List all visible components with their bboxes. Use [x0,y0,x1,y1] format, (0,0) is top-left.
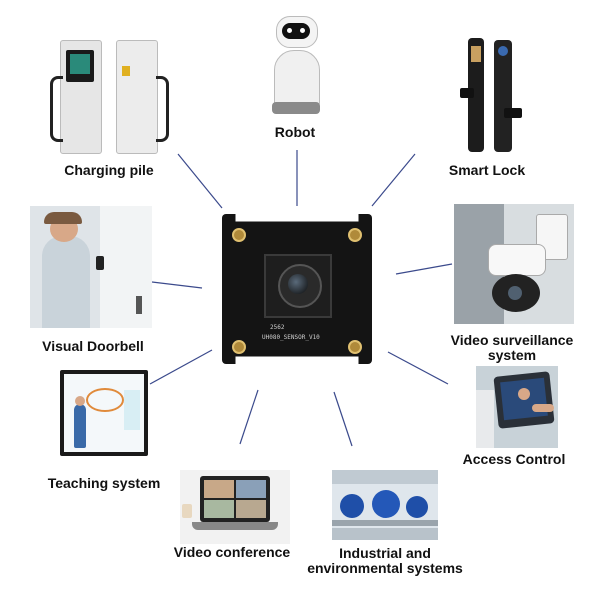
visual-doorbell-label: Visual Doorbell [42,338,144,354]
smart-board-icon [60,370,150,464]
smart-lock-label: Smart Lock [448,162,526,178]
surveillance-camera-icon [454,204,574,324]
connector-conference [239,389,259,445]
robot-label: Robot [274,124,316,140]
access-control-label: Access Control [462,451,566,467]
connector-surveillance [395,263,453,275]
video-conference-label: Video conference [173,544,291,560]
camera-module-board: 2562 UH080_SENSOR_V10 [222,214,372,364]
access-terminal-icon [476,366,558,448]
teaching-system-label: Teaching system [47,475,161,491]
doorbell-icon [30,206,152,328]
video-surveillance-label: Video surveillance system [450,332,574,363]
laptop-conference-icon [180,470,290,544]
connector-lock [371,153,416,207]
connector-doorbell [151,281,203,289]
factory-pumps-icon [332,470,438,540]
charging-pile-label: Charging pile [64,162,154,178]
lens-icon [288,274,308,294]
connector-teaching [149,349,213,385]
mount-hole [232,228,246,242]
industrial-label: Industrial and environmental systems [307,545,463,576]
board-code-text: 2562 [270,324,285,331]
smart-lock-icon [460,38,524,154]
charging-pile-icon [44,36,174,156]
mount-hole [348,228,362,242]
connector-charging [177,153,223,209]
robot-icon [266,14,326,118]
board-model-text: UH080_SENSOR_V10 [262,334,320,341]
connector-access [387,351,449,385]
mount-hole [348,340,362,354]
connector-industrial [333,391,353,447]
mount-hole [232,340,246,354]
